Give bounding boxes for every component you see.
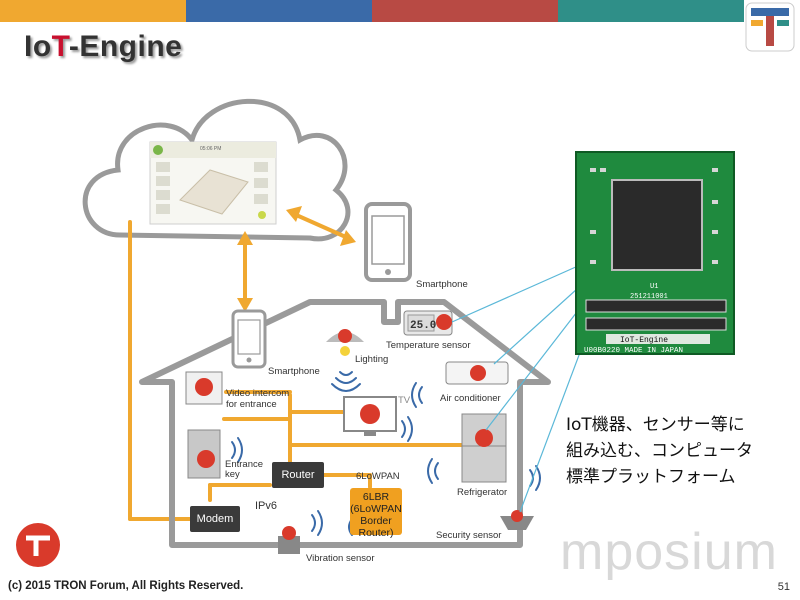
security-sensor-icon (500, 510, 534, 530)
top-bar-segment-1 (0, 0, 186, 22)
board-part-code: 251211001 (630, 293, 668, 301)
board-serial-text: U00B0220 MADE IN JAPAN (584, 347, 683, 355)
vibration-sensor-label: Vibration sensor (306, 553, 375, 564)
video-intercom-label-line2: for entrance (226, 399, 277, 410)
smartphone-label-top: Smartphone (416, 279, 468, 290)
refrigerator-label: Refrigerator (457, 487, 508, 498)
entrance-key-label-line1: Entrance (225, 459, 264, 470)
temperature-display-value: 25.0 (410, 320, 436, 332)
entrance-key-icon (187, 429, 221, 479)
ipv6-label: IPv6 (255, 500, 278, 512)
app-screenshot: 05:06 PM (149, 141, 277, 225)
description-line-3: 標準プラットフォーム (566, 467, 736, 487)
router-box: Router (272, 462, 324, 488)
app-time-label: 05:06 PM (200, 146, 221, 152)
security-sensor-label: Security sensor (436, 530, 502, 541)
video-intercom-label-line1: Video intercom (226, 388, 290, 399)
sixlowpan-label: 6LoWPAN (356, 471, 400, 482)
description-line-2: 組み込む、コンピュータ (566, 441, 753, 461)
top-bar-segment-3 (372, 0, 558, 22)
sixlbr-label-line2: (6LoWPAN (350, 503, 402, 515)
tv-label: TV (398, 395, 411, 406)
description-text: IoT機器、センサー等に 組み込む、コンピュータ 標準プラットフォーム (566, 412, 753, 490)
sixlbr-box: 6LBR (6LoWPAN Border Router) (350, 488, 402, 539)
symposium-watermark: mposium (560, 523, 778, 581)
temperature-sensor-label: Temperature sensor (386, 340, 471, 351)
video-intercom-icon (185, 371, 223, 405)
description-line-1: IoT機器、センサー等に (566, 415, 745, 435)
smartphone-icon-house (231, 309, 267, 369)
slide-title: IoT-Engine (24, 30, 183, 63)
sixlbr-label-line3: Border Router) (358, 515, 394, 539)
refrigerator-icon (461, 413, 507, 483)
board-part-u1: U1 (650, 283, 658, 291)
vibration-sensor-icon (278, 526, 300, 554)
smartphone-label-house: Smartphone (268, 366, 320, 377)
tv-icon (343, 396, 397, 436)
smartphone-icon-top (364, 202, 412, 282)
temperature-sensor-icon: 25.0 (403, 310, 453, 336)
entrance-key-label-line2: key (225, 469, 240, 480)
top-bar-segment-4 (558, 0, 744, 22)
modem-box: Modem (190, 506, 240, 532)
air-conditioner-icon (445, 361, 509, 385)
lighting-icon (326, 329, 364, 356)
lighting-label: Lighting (355, 354, 389, 365)
top-bar-segment-2 (186, 0, 372, 22)
copyright-footer: (c) 2015 TRON Forum, All Rights Reserved… (8, 580, 244, 592)
board-chip-label: IoT-Engine (620, 336, 668, 345)
tron-mark-icon (16, 523, 60, 567)
tron-forum-logo (745, 2, 795, 52)
air-conditioner-label: Air conditioner (440, 393, 501, 404)
sixlbr-label-line1: 6LBR (362, 491, 390, 503)
page-number: 51 (777, 581, 790, 593)
house-outline (139, 299, 551, 548)
iot-engine-board: 251211001 U1 IoT-Engine U00B0220 MADE IN… (575, 151, 735, 355)
